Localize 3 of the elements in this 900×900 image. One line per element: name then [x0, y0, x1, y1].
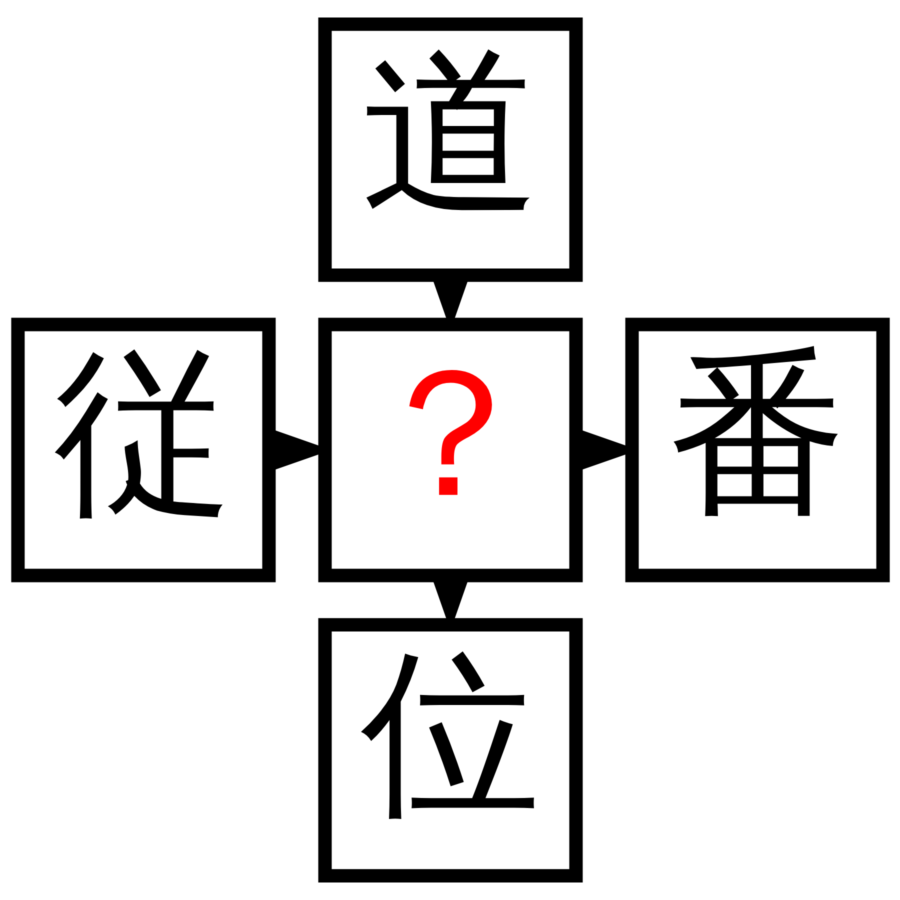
- node-box: 位: [318, 618, 582, 883]
- node-box: 道: [318, 17, 582, 282]
- node-box: 番: [624, 318, 890, 582]
